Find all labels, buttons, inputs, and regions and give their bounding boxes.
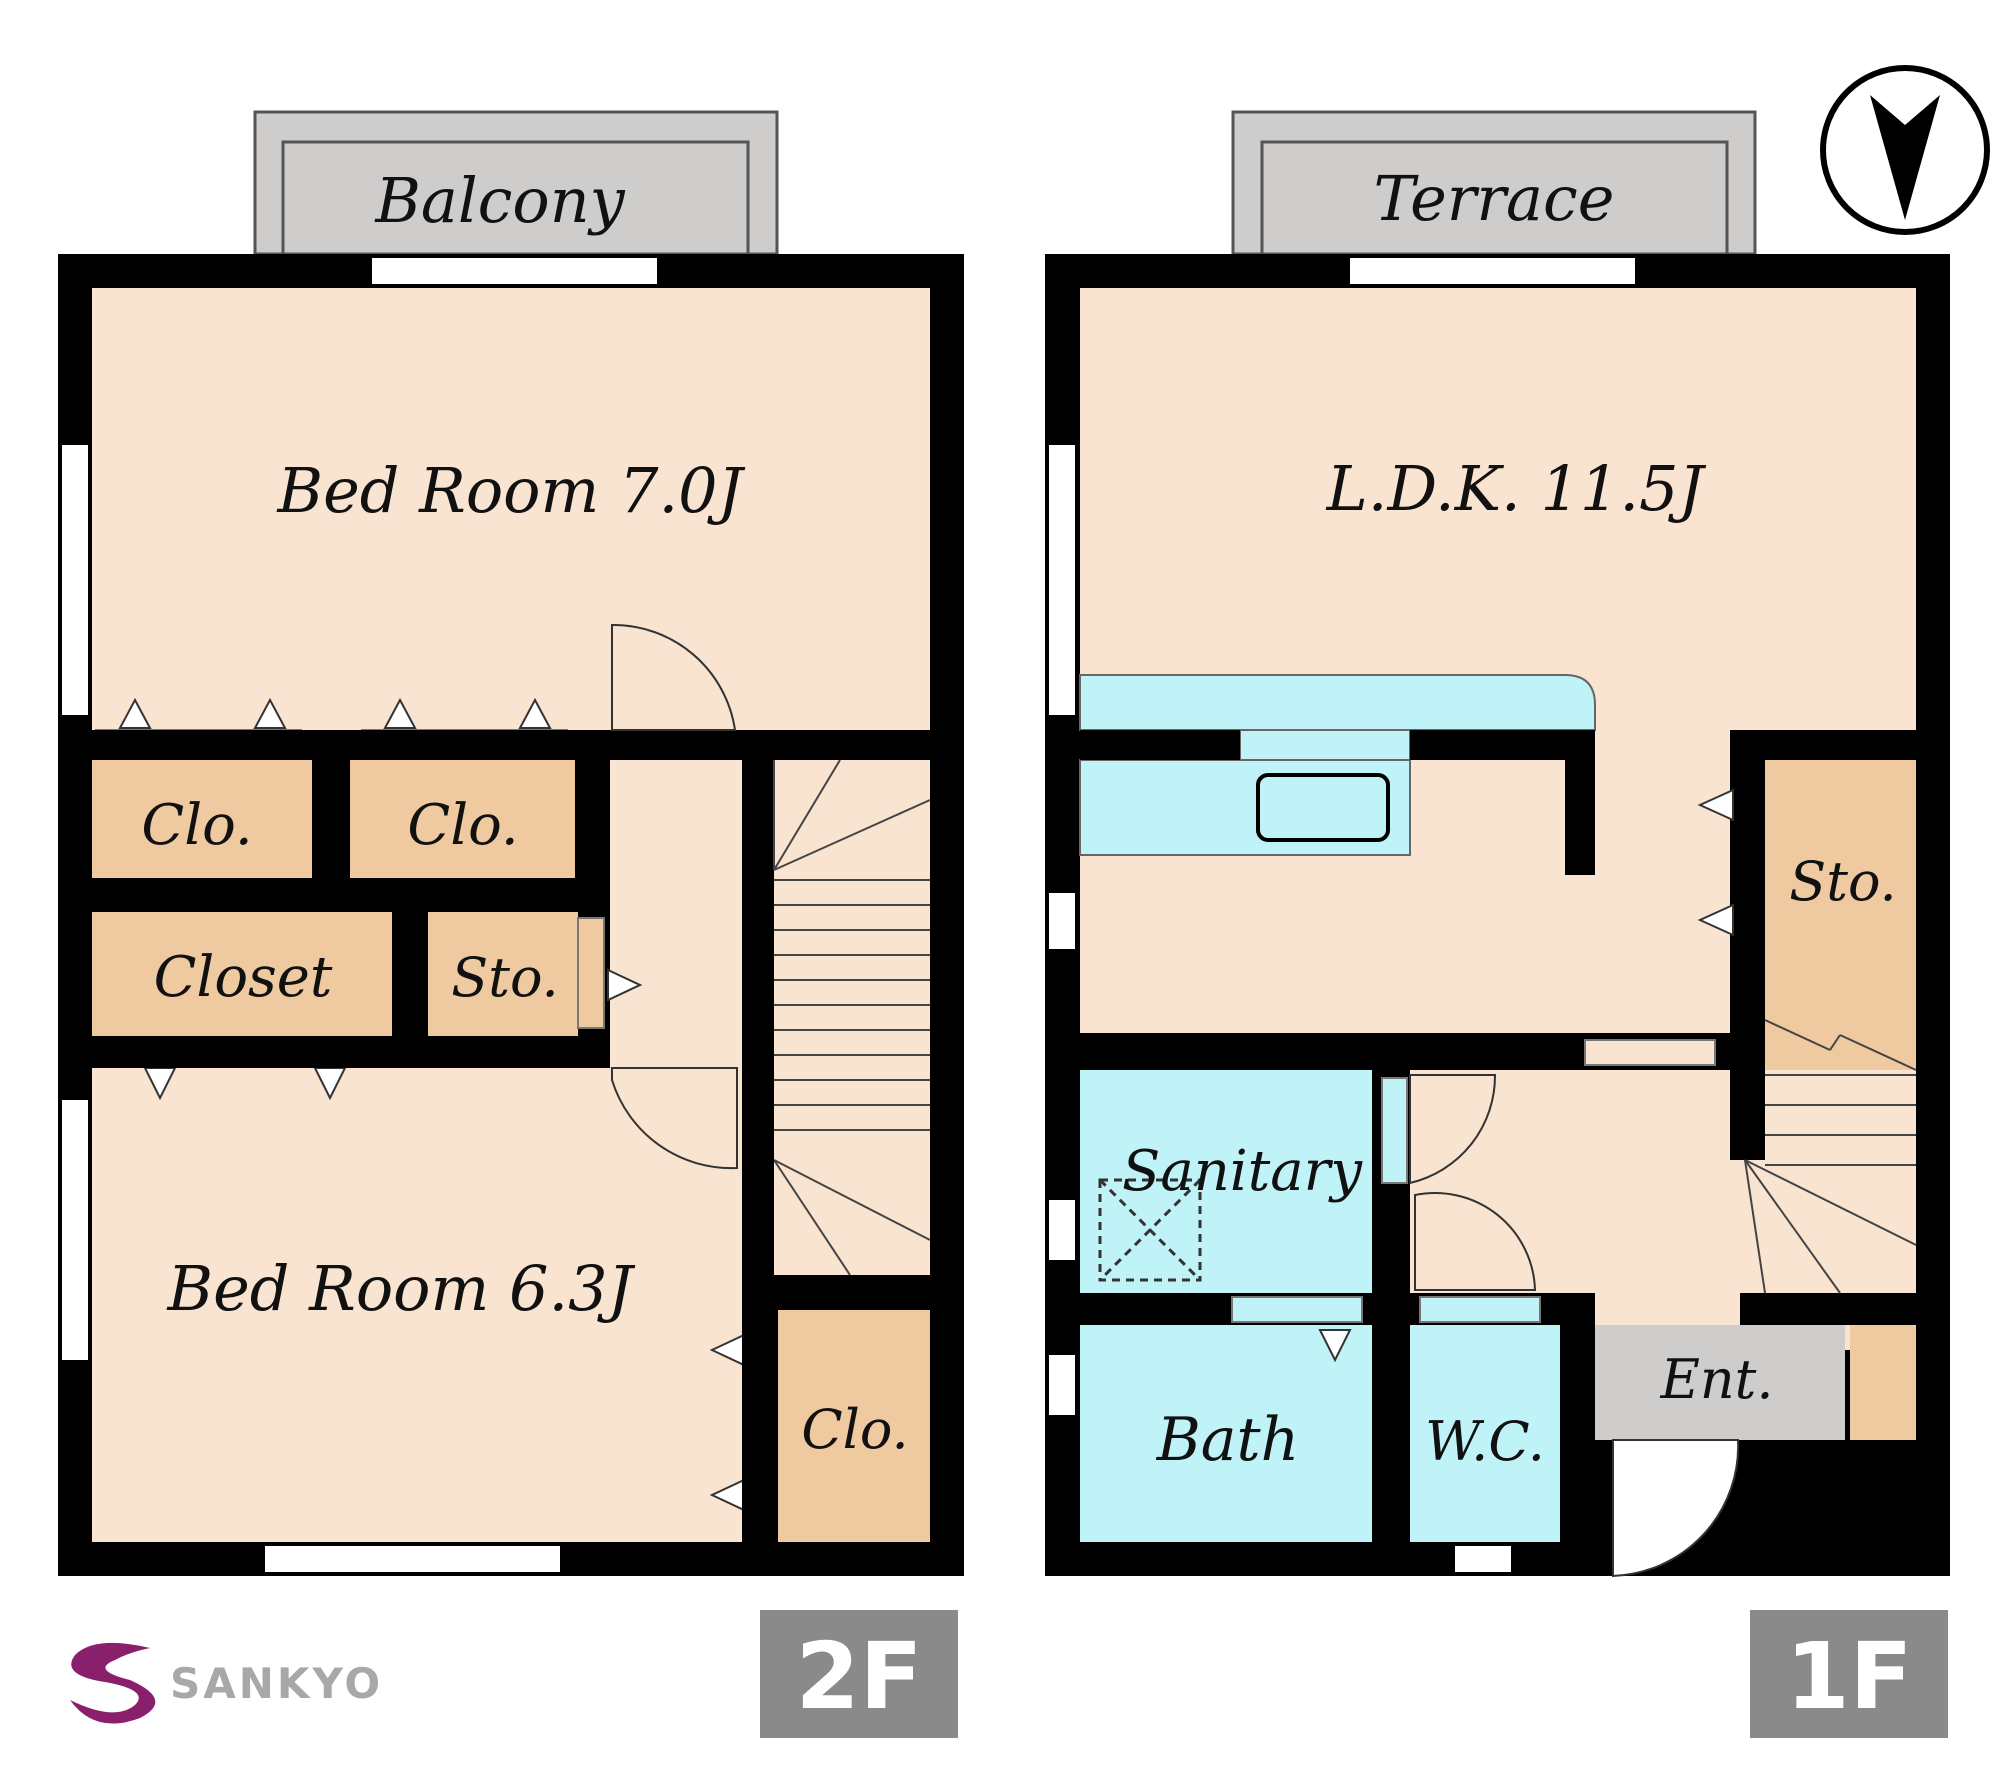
- stairs-1f: [1744, 1019, 1917, 1294]
- terrace-label: Terrace: [1374, 162, 1615, 235]
- door-wc-swing: [1414, 1192, 1537, 1291]
- door-sanitary-swing: [1409, 1074, 1497, 1185]
- window-1f-left-4: [1049, 1355, 1075, 1415]
- kitchen-sink: [1256, 773, 1390, 842]
- window-2f-left-2: [62, 1100, 88, 1360]
- plan-2f: Balcony Bed Room 7.0J Clo. Clo. Closet S…: [58, 110, 964, 1738]
- terrace-area: [1231, 110, 1757, 256]
- clo-1-label: Clo.: [141, 793, 252, 858]
- door-entrance-swing: [1612, 1439, 1740, 1578]
- sto-2f-door: [577, 917, 605, 1029]
- wc-door: [1419, 1296, 1541, 1323]
- sto-door-markers: [1318, 788, 1734, 1363]
- clo-1-area: [92, 760, 312, 878]
- floor-badge-1f: [1750, 1610, 1948, 1738]
- sto-2f-area: [428, 912, 578, 1036]
- door-bed-6: [611, 1067, 738, 1170]
- window-2f-top: [372, 258, 657, 284]
- washer-pan: [1098, 1178, 1202, 1282]
- bath-area: [1080, 1325, 1372, 1542]
- bed-room-6-label: Bed Room 6.3J: [167, 1252, 636, 1325]
- closet-area: [92, 912, 392, 1036]
- floor-label-2f: 2F: [796, 1623, 923, 1730]
- window-1f-wc: [1455, 1546, 1511, 1572]
- ent-shoebox: [1850, 1325, 1916, 1440]
- sto-1f-label: Sto.: [1789, 850, 1896, 913]
- sanitary-door: [1381, 1077, 1408, 1184]
- plan-1f: Terrace L.D.K. 11.5J Sto. Sanitary Bath …: [1045, 110, 1950, 1738]
- sto-2f-label: Sto.: [451, 946, 558, 1009]
- balcony-area: [253, 110, 779, 256]
- sanitary-label: Sanitary: [1122, 1139, 1363, 1204]
- ent-label: Ent.: [1659, 1348, 1773, 1411]
- logo-text: SANKYO: [170, 1659, 383, 1708]
- clo-3-label: Clo.: [801, 1398, 908, 1461]
- clo-2-label: Clo.: [407, 793, 518, 858]
- room-stair-2f: [774, 760, 930, 1275]
- sankyo-logo-mark-icon: [70, 1642, 156, 1724]
- kitchen-counter: [1079, 674, 1596, 731]
- room-bed-6-area: [92, 1068, 742, 1542]
- ldk-door: [1584, 1039, 1716, 1066]
- clo-3-area: [778, 1310, 930, 1542]
- ldk-label: L.D.K. 11.5J: [1326, 452, 1707, 525]
- kitchen-hood: [1239, 729, 1411, 761]
- bath-label: Bath: [1156, 1405, 1300, 1475]
- room-bed-7-area: [92, 288, 930, 730]
- window-1f-top: [1350, 258, 1635, 284]
- bed-room-7-label: Bed Room 7.0J: [277, 454, 746, 527]
- door-bed-7: [611, 623, 737, 731]
- wc-label: W.C.: [1425, 1410, 1545, 1473]
- window-1f-left-1: [1049, 445, 1075, 715]
- north-arrow-icon: [1820, 65, 1990, 235]
- floor-label-1f: 1F: [1786, 1623, 1913, 1730]
- stairs-2f: [773, 759, 931, 1276]
- wc-area: [1410, 1325, 1560, 1542]
- walls-interior-2f: [92, 730, 930, 1542]
- balcony-label: Balcony: [374, 164, 625, 237]
- floor-badge-2f: [760, 1610, 958, 1738]
- stair-1f-area: [1745, 1075, 1916, 1300]
- window-2f-bottom: [265, 1546, 560, 1572]
- window-1f-left-3: [1049, 1200, 1075, 1260]
- clo-2-area: [350, 760, 575, 878]
- window-1f-left-2: [1049, 893, 1075, 949]
- sankyo-logo: SANKYO: [70, 1642, 383, 1724]
- window-2f-left-1: [62, 445, 88, 715]
- room-hall-area: [610, 760, 742, 1070]
- closet-label: Closet: [154, 945, 333, 1010]
- bath-door: [1231, 1296, 1363, 1323]
- closet-door-markers: [118, 697, 745, 1512]
- ent-area: [1595, 1325, 1845, 1440]
- sto-1f-area: [1765, 760, 1916, 1070]
